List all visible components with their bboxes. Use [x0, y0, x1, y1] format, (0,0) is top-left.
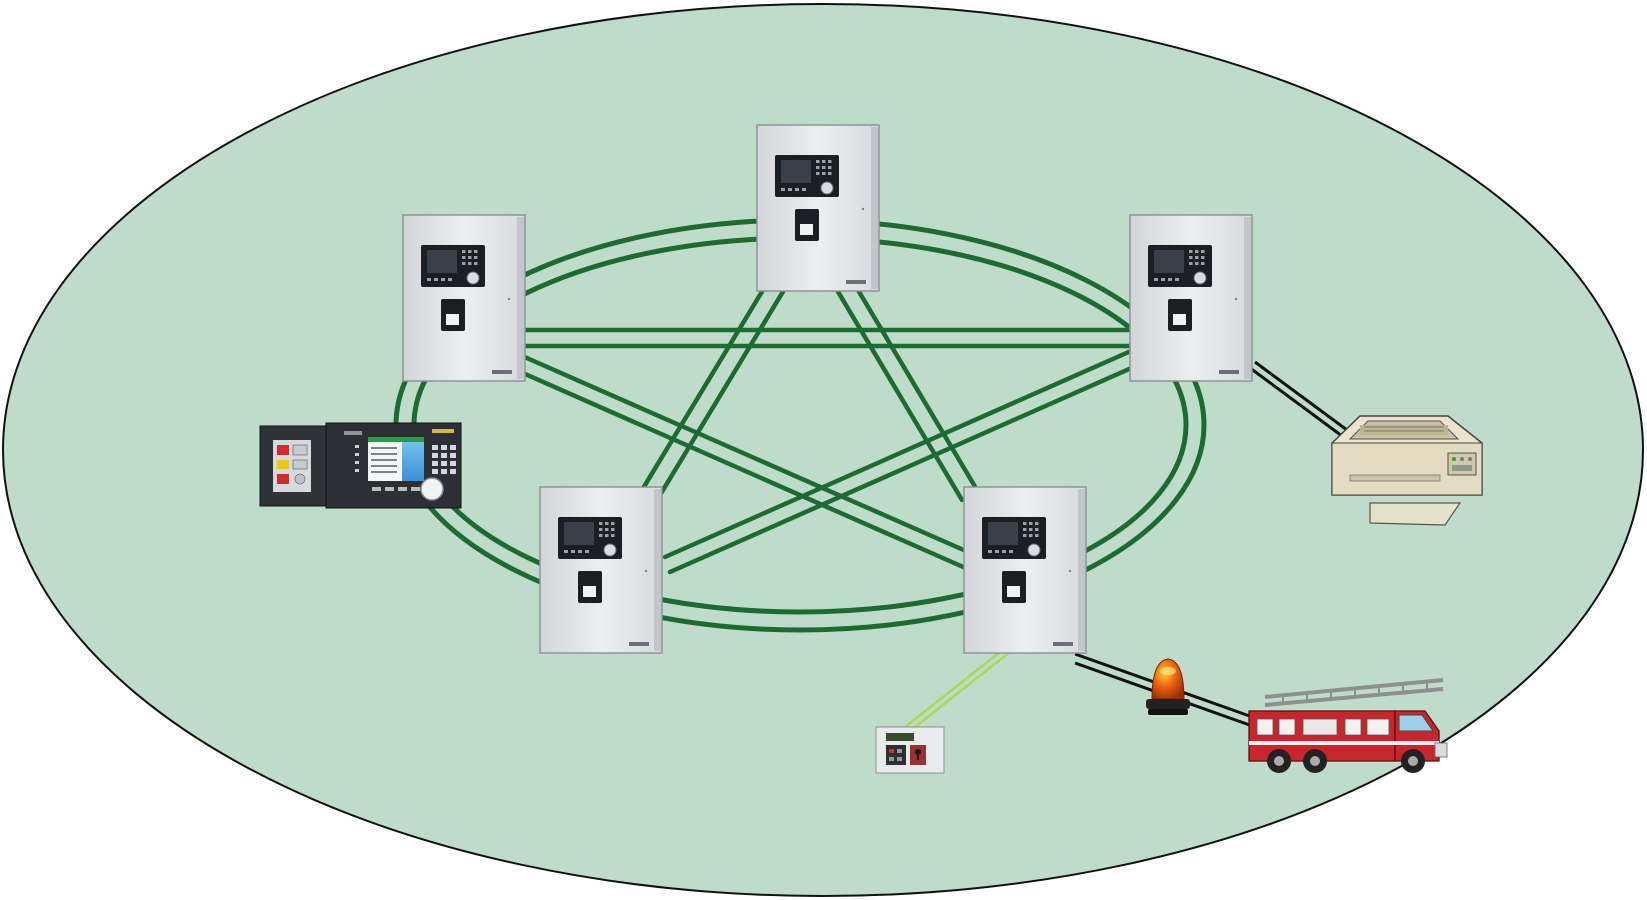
panel-icon: [963, 486, 1087, 654]
panel-icon: [756, 124, 880, 292]
remote-display-icon: [875, 726, 945, 774]
panel-upper-right[interactable]: [1129, 214, 1253, 382]
fire-truck[interactable]: [1248, 678, 1448, 773]
panel-lower-right[interactable]: [963, 486, 1087, 654]
panel-upper-left[interactable]: [402, 214, 526, 382]
printer-icon: [1331, 415, 1483, 526]
beacon[interactable]: [1146, 658, 1190, 715]
beacon-icon: [1146, 658, 1190, 715]
network-star-links: [502, 282, 1148, 575]
panel-lower-left[interactable]: [539, 486, 663, 654]
operator-terminal[interactable]: [259, 422, 462, 509]
fire-truck-icon: [1248, 678, 1448, 773]
panel-top[interactable]: [756, 124, 880, 292]
panel-icon: [539, 486, 663, 654]
panel-icon: [402, 214, 526, 382]
panel-icon: [1129, 214, 1253, 382]
terminal-icon: [259, 422, 462, 509]
remote-display[interactable]: [875, 726, 945, 774]
printer[interactable]: [1331, 415, 1483, 526]
serial-link: [904, 651, 1011, 728]
